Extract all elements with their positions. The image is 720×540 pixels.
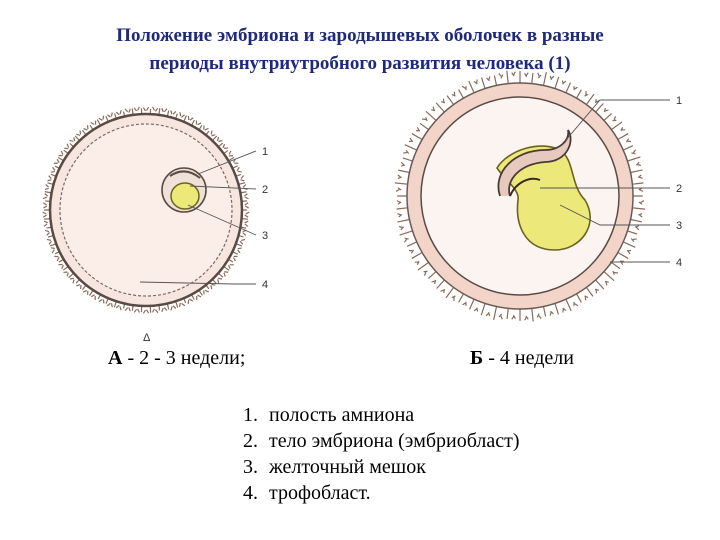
embryoblast-b [509,177,541,197]
villus [498,308,516,320]
villus [431,98,445,113]
villus [486,74,504,86]
label-b-1: 1 [676,95,682,107]
label-b-3: 3 [676,220,682,232]
label-a-4: 4 [262,279,268,291]
corner-mark-a: Δ [143,332,151,344]
leader-lines-b [540,99,670,263]
legend-item: 2.тело эмбриона (эмбриобласт) [243,430,520,452]
villus [611,116,626,131]
villus [622,238,637,255]
amnion-b [497,129,572,197]
villus [440,287,455,302]
legend-item: 1.полость амниона [243,404,415,426]
villus [536,306,554,318]
embryoblast-a [169,170,201,179]
villus [584,287,600,301]
villus [403,137,418,154]
title-line-1: Положение эмбриона и зародышевых оболоче… [116,25,604,46]
diagram-b: 1 2 3 4 [394,70,682,322]
caption-b-letter: Б [470,347,484,369]
caption-b: Б - 4 недели [470,347,574,370]
label-a-1: 1 [262,146,268,158]
villus [632,174,644,192]
legend-list: 1.полость амниона 2.тело эмбриона (эмбри… [243,402,520,506]
villus [524,72,542,84]
legend-item: 3.желточный мешок [243,456,426,478]
villus [603,107,617,122]
villus [397,187,407,205]
villus [627,225,640,242]
caption-a: А - 2 - 3 недели; [108,347,245,370]
villus [573,86,589,99]
leader-lines-a [139,150,257,285]
caption-a-text: - 2 - 3 недели; [122,347,246,369]
villus [622,138,636,155]
slide-title: Положение эмбриона и зародышевых оболоче… [0,22,720,78]
villus [421,106,437,121]
villus [404,237,418,254]
villus [603,271,619,286]
villus [451,293,467,306]
villus [595,279,609,294]
villus [400,150,413,167]
label-a-3: 3 [262,230,268,242]
diagram-a: 1 2 3 4 Δ [42,106,268,344]
villus [414,261,429,276]
villus [451,86,467,99]
villus [416,117,429,132]
label-a-2: 2 [262,184,268,196]
label-b-2: 2 [676,183,682,195]
villus [573,293,589,306]
yolk-sac-a [170,182,200,210]
villus [423,270,437,285]
caption-b-text: - 4 недели [483,347,574,369]
label-b-4: 4 [676,257,682,269]
title-line-2: периоды внутриутробного развития человек… [149,53,571,74]
villus [63,271,75,284]
villus [440,91,456,105]
villus [611,260,624,275]
chorion-a [59,123,233,297]
legend-item: 4.трофобласт. [243,482,371,504]
caption-a-letter: А [108,347,123,369]
trophoblast-villi-b [394,70,646,322]
